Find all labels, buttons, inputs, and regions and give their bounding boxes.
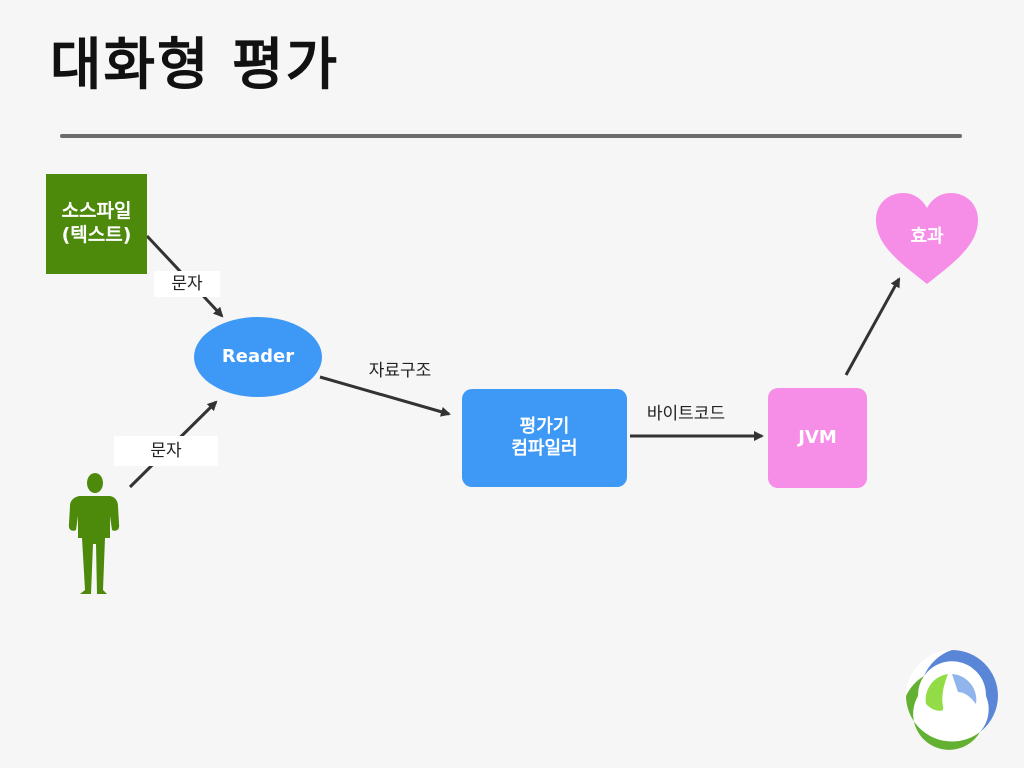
source-file-node: 소스파일 (텍스트) bbox=[46, 174, 147, 274]
edge-label-bytecode: 바이트코드 bbox=[646, 404, 726, 424]
slide-title: 대화형 평가 bbox=[50, 33, 340, 98]
jvm-node: JVM bbox=[768, 388, 867, 488]
edge-label-person-chars: 문자 bbox=[114, 436, 218, 466]
effect-node-label: 효과 bbox=[910, 226, 944, 247]
edge-label-source-chars: 문자 bbox=[154, 271, 220, 297]
person-silhouette-icon bbox=[68, 473, 120, 594]
title-divider bbox=[60, 134, 962, 138]
reader-node: Reader bbox=[194, 317, 322, 397]
edge-jvm-to-effect bbox=[844, 277, 901, 376]
edge-reader-to-evaluator bbox=[319, 375, 451, 417]
heart-icon bbox=[876, 193, 978, 284]
evaluator-compiler-node: 평가기 컴파일러 bbox=[462, 389, 627, 487]
edge-label-data-structure: 자료구조 bbox=[368, 361, 432, 381]
clojure-logo-icon bbox=[906, 650, 998, 750]
